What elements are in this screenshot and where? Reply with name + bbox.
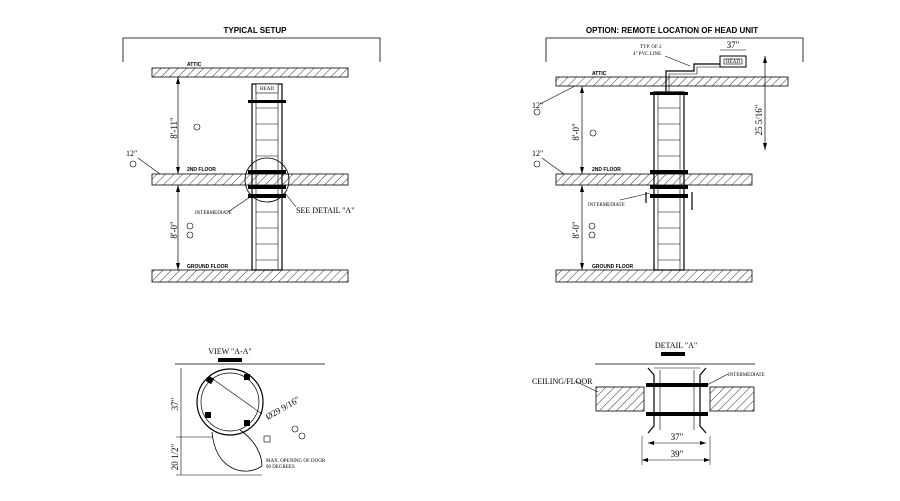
pvc-line (665, 63, 720, 92)
second-floor-slab (151, 173, 349, 186)
roof-outline (545, 37, 804, 62)
note-bubble (298, 432, 306, 440)
attic-slab (555, 76, 789, 87)
attic-label: ATTIC (187, 62, 202, 68)
note-bubble (589, 129, 597, 137)
second-floor-label: 2ND FLOOR (187, 167, 216, 173)
ground-floor-slab (555, 269, 753, 283)
detail-circle (244, 157, 290, 203)
view-aa-panel: VIEW "A-A" Ø29 9/16" 37" 20 1/2" MAX. OP… (170, 347, 326, 476)
diameter-label: Ø29 9/16" (264, 394, 302, 422)
note-bubble (533, 108, 541, 116)
dim-arrow (176, 167, 180, 174)
ground-floor-label: GROUND FLOOR (187, 264, 228, 270)
intermediate-label: INTERMEDIATE (728, 373, 765, 378)
note-bubble (588, 222, 596, 230)
roof-outline (122, 37, 381, 62)
typical-setup-title: TYPICAL SETUP (224, 26, 288, 35)
ground-floor-slab (151, 269, 349, 283)
clearance-leader (541, 157, 565, 175)
clearance-leader (137, 157, 161, 175)
title-underline (661, 352, 685, 356)
note-bubble (291, 425, 299, 433)
dim-inner-label: 37" (671, 432, 684, 442)
elevator-tube: HEAD (248, 83, 286, 271)
head-width-label: 37" (727, 40, 740, 50)
remote-option-panel: OPTION: REMOTE LOCATION OF HEAD UNIT ATT… (532, 26, 804, 283)
side-dim-label: 25 5/16" (754, 104, 764, 135)
pvc-note-line-1: TYP. OF 2 (640, 45, 662, 50)
see-detail-leader (284, 192, 297, 208)
min-clearance-label: 12" (126, 149, 137, 158)
typical-setup-panel: TYPICAL SETUP ATTIC 2ND FLOOR GROUND FLO… (122, 26, 381, 283)
door-swing-arc (211, 431, 263, 472)
dim-outer-label: 39" (671, 449, 684, 459)
note-bubble (129, 160, 137, 168)
intermediate-leader (227, 196, 251, 213)
note-bubble (588, 231, 596, 239)
remote-head-label: HEAD (726, 60, 740, 65)
detail-a-panel: DETAIL "A" CEILING/FLOOR INTERMEDIATE 37… (532, 341, 765, 465)
tube-outer-circle (196, 368, 264, 436)
note-bubble (193, 123, 201, 131)
dim-arrow (176, 263, 180, 270)
pvc-note-line-2: 4" PVC LINE (633, 52, 661, 57)
see-detail-label: SEE DETAIL "A" (296, 206, 354, 215)
door-note-line-2: 90 DEGREES (266, 465, 295, 470)
head-label: HEAD (260, 87, 274, 92)
detail-tube-section (646, 367, 708, 434)
dim-lower-label: 8'-0" (571, 221, 581, 239)
dim-top-label: 37" (170, 397, 180, 410)
title-underline (218, 358, 242, 362)
dim-upper-label: 8'-11" (169, 117, 179, 139)
note-bubble (533, 160, 541, 168)
door-note-line-1: MAX. OPENING OF DOOR (266, 459, 326, 464)
detail-a-title: DETAIL "A" (655, 341, 697, 350)
note-bubble (186, 222, 194, 230)
min-clearance-mid-label: 12" (532, 149, 543, 158)
head-unit (255, 83, 279, 94)
intermediate-leader (619, 192, 651, 201)
intermediate-label: INTERMEDIATE (588, 203, 625, 208)
slab-left (595, 386, 645, 412)
remote-head-unit (719, 55, 747, 68)
min-clearance-top-label: 12" (532, 101, 543, 110)
ground-floor-label: GROUND FLOOR (592, 264, 633, 270)
note-bubble (186, 231, 194, 239)
clearance-leader (539, 85, 576, 105)
dim-upper-label: 8'-0" (571, 123, 581, 141)
second-floor-label: 2ND FLOOR (592, 167, 621, 173)
attic-label: ATTIC (592, 71, 607, 77)
attic-slab (151, 67, 349, 78)
dim-bottom-label: 20 1/2" (170, 443, 180, 470)
dim-lower-label: 8'-0" (169, 221, 179, 239)
pvc-leader (664, 55, 691, 67)
intermediate-label: INTERMEDIATE (195, 211, 232, 216)
ceiling-floor-label: CEILING/FLOOR (532, 377, 593, 386)
dim-arrow (176, 185, 180, 192)
slab-right (709, 386, 755, 412)
remote-option-title: OPTION: REMOTE LOCATION OF HEAD UNIT (586, 26, 758, 35)
dim-arrow (176, 77, 180, 84)
diameter-line (209, 376, 263, 415)
tube-inner-circle (200, 372, 260, 432)
view-aa-title: VIEW "A-A" (208, 347, 251, 356)
